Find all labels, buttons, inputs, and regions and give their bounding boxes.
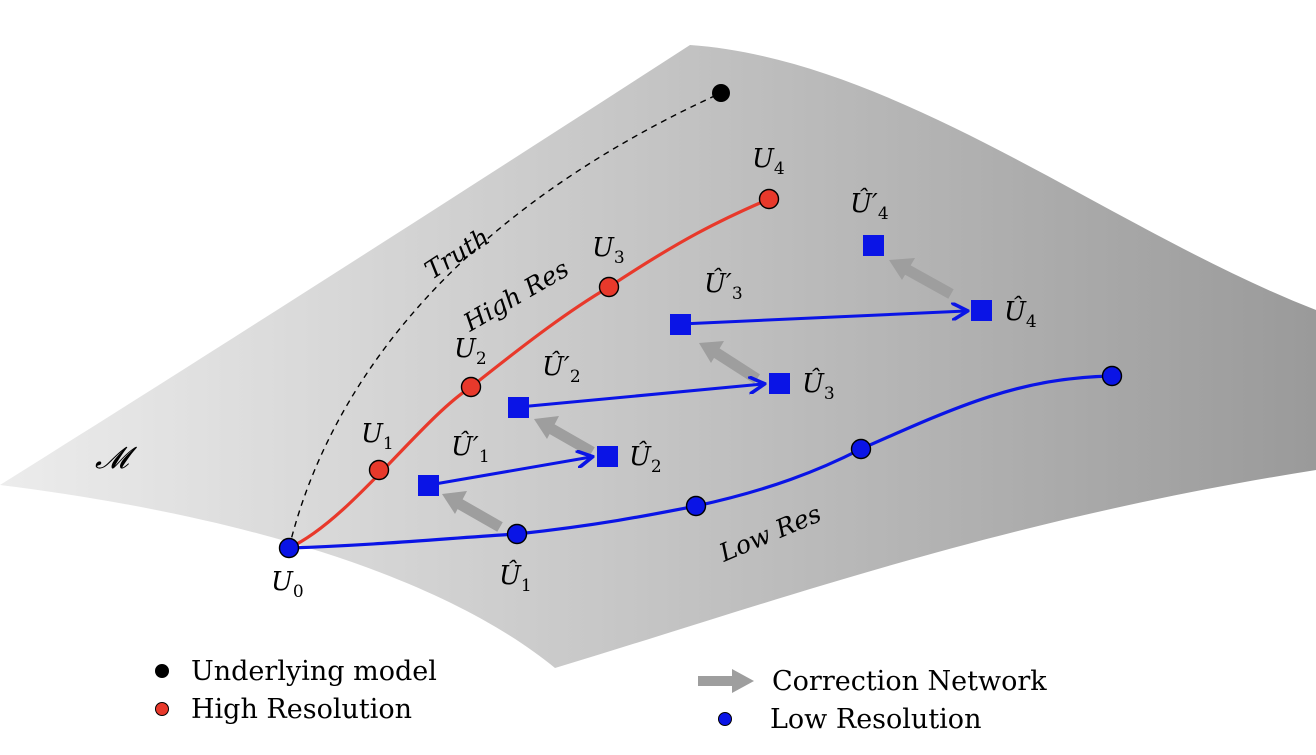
point-up1 [418,475,439,496]
label-uh2: Û2 [629,440,662,477]
point-u4 [758,188,780,210]
correction-arrow [699,341,760,384]
step-arrow [680,311,966,326]
label-u3: U3 [592,233,625,268]
label-u2: U2 [454,334,487,369]
point-up4 [863,235,884,256]
point-u2 [460,376,482,398]
label-u0: U0 [271,567,304,602]
point-low-res [850,438,872,460]
label-up2: Û′2 [542,350,581,387]
label-u4: U4 [752,144,785,179]
legend-label: Low Resolution [770,703,982,735]
legend-label: High Resolution [191,693,413,725]
label-uh4: Û4 [1004,295,1037,332]
step-arrow [428,457,591,487]
high-res-points [368,188,780,481]
high-resolution-marker-icon [155,702,169,716]
low-res-points [278,365,1123,559]
legend-left: Underlying model High Resolution [155,652,437,728]
step-arrow [518,384,763,409]
step-arrows [428,311,966,487]
underlying-model-marker-icon [155,664,169,678]
label-up1: Û′1 [451,430,490,467]
label-uh3: Û3 [802,367,835,404]
point-up3 [670,314,691,335]
point-u3 [598,276,620,298]
point-u0 [278,537,300,559]
label-up4: Û′4 [850,187,889,224]
corrected-points [418,235,992,496]
point-uh2 [597,446,618,467]
point-uh4 [971,300,992,321]
point-u1 [368,459,390,481]
legend-item-correction-network: Correction Network [698,662,1047,700]
label-up3: Û′3 [704,267,743,304]
point-uh1 [506,523,528,545]
legend-item-high-resolution: High Resolution [155,690,437,728]
label-u1: U1 [361,419,394,454]
legend-label: Underlying model [191,655,437,687]
truth-curve [288,92,722,549]
point-uh3 [769,373,790,394]
correction-arrows [442,258,954,532]
legend-item-low-resolution: Low Resolution [698,700,1047,738]
correction-arrow [442,491,503,532]
legend-label: Correction Network [772,665,1047,697]
low-resolution-marker-icon [718,712,732,726]
point-low-res [1101,365,1123,387]
point-low-res [685,495,707,517]
point-truth-end [712,84,730,102]
manifold-surface [0,45,1316,668]
label-uh1: Û1 [499,559,532,596]
legend-right: Correction Network Low Resolution [698,662,1047,738]
legend-item-underlying-model: Underlying model [155,652,437,690]
point-up2 [508,397,529,418]
correction-arrow [534,416,595,457]
correction-arrow-icon [698,669,754,693]
correction-arrow [889,258,954,299]
